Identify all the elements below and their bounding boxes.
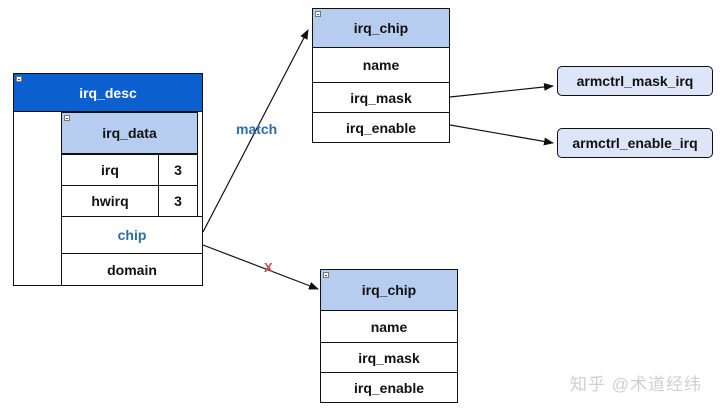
mismatch-arrow (202, 244, 319, 290)
collapse-icon (64, 115, 70, 121)
collapse-icon (315, 11, 321, 17)
hwirq-key-cell: hwirq (61, 185, 159, 217)
armctrl-mask-irq-label: armctrl_mask_irq (576, 73, 694, 89)
collapse-icon (323, 272, 329, 278)
match-arrow (202, 29, 309, 233)
mismatch-mark: X (264, 260, 273, 275)
irq-key-cell: irq (61, 154, 159, 186)
chip-field-cell: chip (61, 216, 203, 254)
chip-top-enable: irq_enable (345, 119, 417, 136)
hwirq-value: 3 (174, 193, 182, 209)
chip-bottom-mask: irq_mask (358, 349, 420, 366)
domain-field-cell: domain (61, 253, 203, 286)
irq-value: 3 (174, 162, 182, 178)
hwirq-value-cell: 3 (158, 185, 198, 217)
chip-top-title: irq_chip (353, 20, 409, 36)
mask-arrow (449, 82, 554, 98)
collapse-icon (16, 76, 22, 82)
chip-top-mask: irq_mask (350, 89, 412, 106)
hwirq-key: hwirq (91, 193, 129, 209)
armctrl-mask-irq-node: armctrl_mask_irq (557, 66, 713, 96)
domain-field: domain (107, 261, 157, 278)
chip-bottom-enable-cell: irq_enable (320, 372, 458, 403)
irq-desc-header: irq_desc (13, 73, 203, 112)
irq-key: irq (101, 162, 119, 178)
chip-top-mask-cell: irq_mask (312, 82, 450, 113)
chip-bottom-title: irq_chip (361, 282, 417, 298)
chip-bottom-name-cell: name (320, 310, 458, 343)
watermark: 知乎 @术道经纬 (570, 375, 702, 394)
chip-bottom-mask-cell: irq_mask (320, 342, 458, 373)
chip-bottom-header: irq_chip (320, 269, 458, 311)
chip-top-name-cell: name (312, 47, 450, 83)
chip-top-name: name (362, 57, 400, 73)
match-label: match (236, 121, 277, 137)
armctrl-enable-irq-label: armctrl_enable_irq (572, 135, 698, 151)
irq-value-cell: 3 (158, 154, 198, 186)
chip-bottom-enable: irq_enable (353, 379, 425, 396)
chip-field: chip (117, 227, 147, 243)
armctrl-enable-irq-node: armctrl_enable_irq (557, 128, 713, 158)
chip-top-header: irq_chip (312, 8, 450, 48)
enable-arrow (449, 124, 554, 146)
irq-data-header: irq_data (61, 112, 198, 154)
irq-data-title: irq_data (102, 125, 157, 141)
chip-bottom-name: name (370, 318, 408, 335)
chip-top-enable-cell: irq_enable (312, 112, 450, 143)
irq-desc-title: irq_desc (79, 84, 137, 101)
